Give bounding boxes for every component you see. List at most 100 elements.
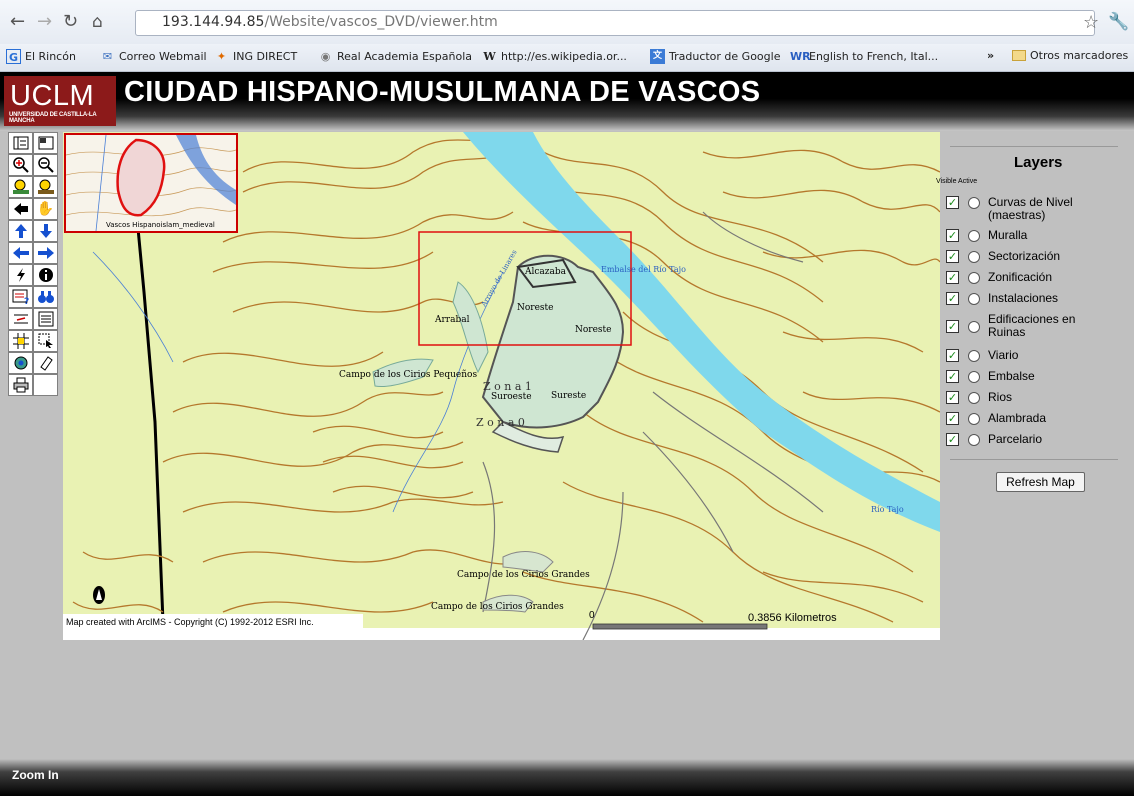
hyperlink-icon[interactable]	[8, 264, 33, 286]
layer-visible-checkbox[interactable]: ✓	[946, 292, 959, 305]
other-bookmarks-label: Otros marcadores	[1030, 49, 1129, 62]
print-icon[interactable]	[8, 374, 33, 396]
layer-active-radio[interactable]	[968, 371, 980, 383]
translate-icon: 文	[650, 49, 665, 64]
map-label-cirios-pequenos: Campo de los Cirios Pequeños	[339, 370, 477, 380]
layer-active-radio[interactable]	[968, 350, 980, 362]
layer-visible-checkbox[interactable]: ✓	[946, 196, 959, 209]
bookmark-star-icon[interactable]: ☆	[1083, 12, 1100, 33]
map-label-embalse: Embalse del Río Tajo	[601, 265, 686, 274]
home-icon[interactable]: ⌂	[92, 12, 103, 32]
back-extent-icon[interactable]	[8, 198, 33, 220]
bookmark-label: English to French, Ital...	[809, 50, 939, 63]
layer-active-radio[interactable]	[968, 434, 980, 446]
layer-label: Edificaciones en Ruinas	[988, 312, 1076, 339]
query-icon[interactable]: ?	[8, 286, 33, 308]
bookmark-el-rincon[interactable]: G El Rincón	[6, 49, 76, 64]
layer-active-radio[interactable]	[968, 392, 980, 404]
select-shape-icon[interactable]	[33, 330, 58, 352]
layers-column-headers: Visible Active	[936, 178, 978, 185]
map-cirios-pequenos-area	[372, 358, 434, 387]
map-toolbar: ✋ ?	[8, 132, 58, 396]
reload-icon[interactable]: ↻	[63, 11, 79, 32]
toggle-legend-icon[interactable]	[8, 132, 33, 154]
layer-active-radio[interactable]	[968, 230, 980, 242]
bookmark-translate[interactable]: 文 Traductor de Google	[650, 49, 780, 64]
layer-active-radio[interactable]	[968, 293, 980, 305]
map-cirios-grandes-area	[482, 594, 534, 613]
back-arrow-icon[interactable]: ←	[10, 11, 26, 32]
scale-zero-label: 0	[589, 610, 595, 621]
layer-active-radio[interactable]	[968, 321, 980, 333]
map-zona0-area	[491, 421, 565, 453]
layer-active-radio[interactable]	[968, 251, 980, 263]
pan-south-icon[interactable]	[33, 220, 58, 242]
zoom-active-icon[interactable]	[8, 176, 33, 198]
measure-icon[interactable]	[8, 308, 33, 330]
forward-arrow-icon[interactable]: →	[37, 11, 53, 32]
pan-west-icon[interactable]	[8, 242, 33, 264]
map-city-walls	[481, 254, 625, 429]
overview-map[interactable]: Vascos Hispanoislam_medieval	[64, 133, 238, 233]
zoom-out-icon[interactable]	[33, 154, 58, 176]
map-label-sureste: Sureste	[551, 391, 586, 401]
clear-selection-icon[interactable]	[33, 352, 58, 374]
layer-row: ✓ Viario	[946, 349, 1098, 362]
select-rectangle-icon[interactable]	[8, 330, 33, 352]
find-icon[interactable]	[33, 286, 58, 308]
bookmark-label: ING DIRECT	[233, 50, 298, 63]
layer-visible-checkbox[interactable]: ✓	[946, 250, 959, 263]
bookmark-wikipedia[interactable]: W http://es.wikipedia.or...	[482, 49, 627, 64]
bookmark-ing-direct[interactable]: ✦ ING DIRECT	[214, 49, 297, 64]
layer-visible-checkbox[interactable]: ✓	[946, 349, 959, 362]
url-host: 193.144.94.85	[162, 14, 265, 30]
layer-label: Sectorización	[988, 249, 1061, 263]
set-units-icon[interactable]	[33, 308, 58, 330]
map-arrabal-area	[452, 281, 489, 374]
pan-icon[interactable]: ✋	[33, 198, 58, 220]
layer-row: ✓ Curvas de Nivel (maestras)	[946, 196, 1098, 222]
bookmark-correo-webmail[interactable]: ✉ Correo Webmail	[100, 49, 207, 64]
pan-east-icon[interactable]	[33, 242, 58, 264]
layer-visible-checkbox[interactable]: ✓	[946, 370, 959, 383]
copyright-background	[63, 614, 363, 628]
bookmark-rae[interactable]: ◉ Real Academia Española	[318, 49, 472, 64]
map-label-arrabal: Arrabal	[434, 315, 470, 325]
page-header: UCLM UNIVERSIDAD DE CASTILLA-LA MANCHA C…	[0, 72, 1134, 131]
bookmark-wordreference[interactable]: WR English to French, Ital...	[790, 49, 938, 64]
uclm-logo: UCLM UNIVERSIDAD DE CASTILLA-LA MANCHA	[4, 76, 116, 126]
layer-visible-checkbox[interactable]: ✓	[946, 412, 959, 425]
layer-visible-checkbox[interactable]: ✓	[946, 391, 959, 404]
layer-visible-checkbox[interactable]: ✓	[946, 433, 959, 446]
toggle-overview-icon[interactable]	[33, 132, 58, 154]
layer-visible-checkbox[interactable]: ✓	[946, 320, 959, 333]
map-label-zona1: Z o n a 1	[483, 380, 532, 393]
status-bar: Zoom In	[0, 759, 1134, 796]
identify-icon[interactable]	[33, 264, 58, 286]
zoom-last-icon[interactable]	[33, 176, 58, 198]
refresh-map-button[interactable]: Refresh Map	[996, 472, 1085, 492]
pan-north-icon[interactable]	[8, 220, 33, 242]
layer-active-radio[interactable]	[968, 413, 980, 425]
address-bar[interactable]: 193.144.94.85/Website/vascos_DVD/viewer.…	[135, 10, 1095, 36]
layer-row: ✓ Parcelario	[946, 433, 1098, 446]
bookmark-label: http://es.wikipedia.or...	[501, 50, 627, 63]
bookmarks-overflow-chevron[interactable]: »	[987, 49, 994, 62]
layer-row: ✓ Muralla	[946, 229, 1098, 242]
layer-active-radio[interactable]	[968, 197, 980, 209]
rae-icon: ◉	[320, 50, 331, 63]
zoom-in-icon[interactable]	[8, 154, 33, 176]
layer-active-radio[interactable]	[968, 272, 980, 284]
map-stream	[92, 251, 174, 363]
browser-toolbar: ← → ↻ ⌂ 193.144.94.85/Website/vascos_DVD…	[0, 0, 1134, 44]
map-label-zona0: Z o n a 0	[476, 416, 525, 429]
map-stream	[392, 271, 504, 513]
map-label-noreste: Noreste	[575, 325, 611, 335]
status-text: Zoom In	[12, 768, 59, 782]
wrench-menu-icon[interactable]: 🔧	[1108, 12, 1130, 32]
buffer-icon[interactable]	[8, 352, 33, 374]
other-bookmarks[interactable]: Otros marcadores	[1012, 49, 1128, 62]
layer-label: Embalse	[988, 369, 1035, 383]
layer-visible-checkbox[interactable]: ✓	[946, 271, 959, 284]
layer-visible-checkbox[interactable]: ✓	[946, 229, 959, 242]
